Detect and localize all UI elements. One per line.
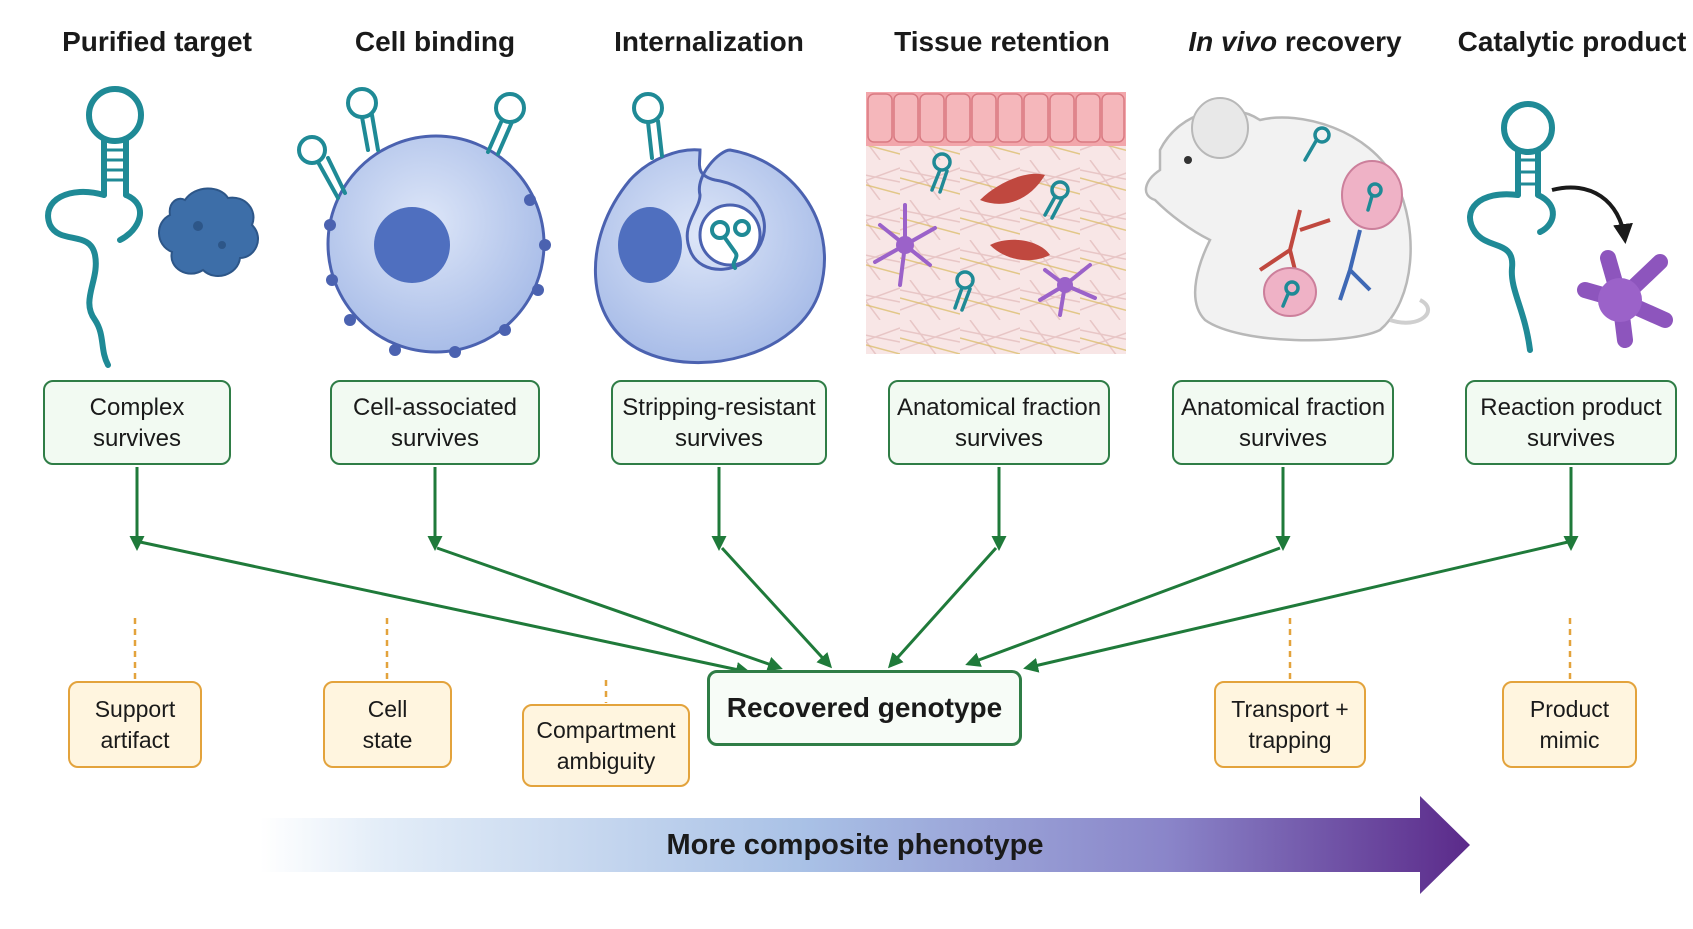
survival-box-line: survives: [1238, 424, 1328, 452]
col-title-cell-binding: Cell binding: [354, 26, 516, 57]
recovered-genotype-box: Recovered genotype: [707, 670, 1022, 746]
caveat-box-line: artifact: [100, 726, 170, 753]
survival-box-anatomical-tissue: Anatomical fraction survives: [888, 380, 1110, 465]
col-title-purified-target: Purified target: [62, 26, 252, 57]
mouse-icon: [1144, 97, 1430, 342]
converging-arrow-1: [436, 546, 783, 672]
caveat-box-line: Support: [94, 695, 176, 722]
flow-arrows: [129, 467, 1579, 703]
reaction-arrow-icon: [1551, 185, 1633, 244]
tissue-section-icon: [866, 92, 1126, 354]
survival-box-anatomical-in-vivo: Anatomical fraction survives: [1172, 380, 1394, 465]
col-title-tissue-retention: Tissue retention: [894, 26, 1110, 57]
gradient-arrow-label: More composite phenotype: [666, 829, 1044, 861]
col-title-in-vivo-recovery: In vivo recovery: [1170, 22, 1420, 62]
survival-box-line: Anatomical fraction: [1180, 393, 1386, 421]
survival-box-complex: Complex survives: [43, 380, 231, 465]
caveat-box-line: Compartment: [536, 716, 676, 743]
survival-box-line: survives: [954, 424, 1044, 452]
converging-arrow-2: [720, 546, 833, 669]
caveat-box-cell-state: Cell state: [323, 681, 452, 768]
survival-box-reaction-product: Reaction product survives: [1465, 380, 1677, 465]
reaction-product-icon: [1577, 250, 1673, 348]
in-vivo-aptamers-icon: [1281, 126, 1383, 308]
survival-box-line: Cell-associated: [352, 393, 518, 421]
survival-box-line: survives: [674, 424, 763, 452]
survival-box-line: survives: [390, 424, 479, 452]
caveat-box-line: mimic: [1539, 726, 1600, 753]
target-protein-icon: [158, 187, 259, 277]
caveat-box-line: state: [362, 726, 413, 753]
caveat-box-transport-trapping: Transport + trapping: [1214, 681, 1366, 768]
survival-box-line: survives: [92, 424, 181, 452]
caveat-box-product-mimic: Product mimic: [1502, 681, 1637, 768]
caveat-box-compartment-ambiguity: Compartment ambiguity: [522, 704, 690, 787]
survival-box-line: Reaction product: [1480, 393, 1662, 421]
converging-arrow-5: [1023, 540, 1569, 673]
cell-icon: [324, 134, 551, 358]
survival-box-stripping-resistant: Stripping-resistant survives: [611, 380, 827, 465]
survival-box-line: survives: [1526, 424, 1615, 452]
catalytic-aptamer-icon: [1467, 101, 1556, 353]
survival-box-cell-associated: Cell-associated survives: [330, 380, 540, 465]
col-title-italic-part: In vivo: [1188, 26, 1278, 57]
gradient-arrow: [260, 796, 1470, 894]
converging-arrow-3: [887, 546, 998, 669]
internalizing-cell-icon: [593, 148, 826, 364]
col-title-internalization: Internalization: [614, 26, 804, 57]
converging-arrow-0: [139, 540, 751, 677]
bound-aptamers-icon: [297, 87, 526, 200]
aptamer-icon: [45, 86, 144, 368]
caveat-box-line: ambiguity: [556, 747, 656, 774]
caveat-box-line: trapping: [1248, 726, 1332, 753]
caveat-box-line: Cell: [367, 695, 408, 722]
col-title-catalytic-product: Catalytic product: [1457, 26, 1687, 57]
col-title-rest-part: recovery: [1277, 26, 1402, 57]
caveat-box-line: Transport +: [1231, 695, 1349, 722]
converging-arrow-4: [965, 546, 1281, 667]
retained-aptamers-icon: [930, 152, 1070, 312]
caveat-box-support-artifact: Support artifact: [68, 681, 202, 768]
survival-box-line: Stripping-resistant: [622, 393, 816, 421]
caveat-box-line: Product: [1529, 695, 1610, 722]
survival-box-line: Complex: [89, 393, 185, 421]
survival-box-line: Anatomical fraction: [896, 393, 1102, 421]
internalized-aptamer-icon: [632, 92, 751, 270]
